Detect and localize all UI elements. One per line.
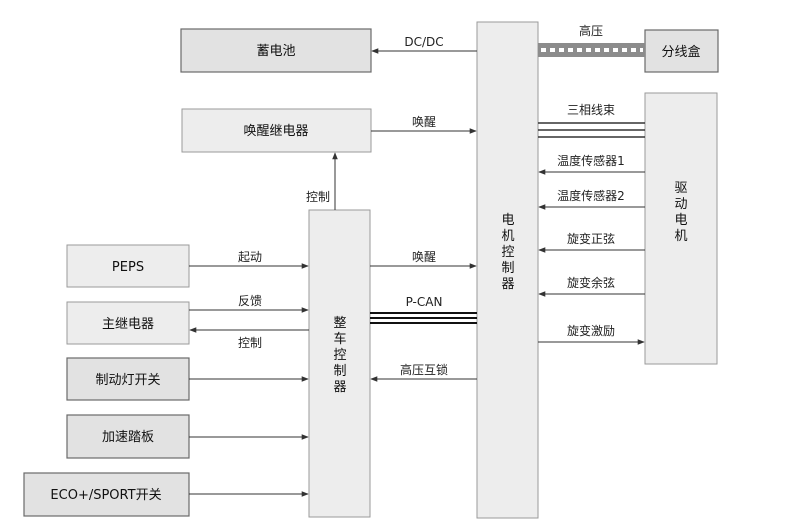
wake-mcu-label: 唤醒 (412, 115, 436, 129)
junction-box-label: 分线盒 (661, 44, 700, 60)
vcu-label-2: 控 (333, 348, 346, 363)
mcu-label-4: 器 (501, 277, 514, 292)
accel-pedal-block: 加速踏板 (66, 414, 190, 459)
temp1-connection: 温度传感器1 (538, 153, 645, 175)
vcu-label-1: 车 (333, 331, 346, 347)
motor-label-3: 机 (674, 229, 687, 244)
battery-label: 蓄电池 (256, 44, 295, 59)
sine-connection: 旋变正弦 (538, 231, 645, 253)
temp1-label: 温度传感器1 (557, 153, 625, 168)
peps-label: PEPS (112, 260, 144, 275)
high-voltage-label: 高压 (579, 23, 603, 38)
wake-vcu-label: 唤醒 (412, 250, 436, 264)
mcu-block: 电 机 控 制 器 (476, 21, 539, 519)
main-relay-label: 主继电器 (102, 317, 154, 332)
cosine-label: 旋变余弦 (567, 275, 615, 290)
dcdc-connection: DC/DC (371, 35, 477, 54)
relay-control-label: 控制 (306, 190, 330, 204)
vcu-label-3: 制 (333, 364, 346, 379)
pcan-bus: P-CAN (370, 295, 477, 324)
battery-block: 蓄电池 (180, 28, 372, 73)
main-control-connection: 控制 (189, 327, 309, 350)
mcu-label-1: 机 (501, 229, 514, 244)
motor-label-1: 动 (674, 197, 687, 212)
eco-sport-block: ECO+/SPORT开关 (23, 472, 190, 517)
main-relay-block: 主继电器 (66, 301, 190, 345)
dcdc-label: DC/DC (404, 35, 443, 49)
three-phase-label: 三相线束 (567, 103, 615, 117)
vcu-label-4: 器 (333, 380, 346, 395)
temp2-label: 温度传感器2 (557, 188, 625, 203)
accel-pedal-label: 加速踏板 (102, 430, 154, 445)
brake-switch-label: 制动灯开关 (95, 373, 160, 388)
excitation-label: 旋变激励 (567, 323, 615, 338)
motor-block: 驱 动 电 机 (644, 92, 718, 365)
start-label: 起动 (238, 250, 262, 264)
vcu-block: 整 车 控 制 器 (308, 209, 371, 518)
main-control-label: 控制 (238, 336, 262, 350)
junction-box-block: 分线盒 (644, 29, 719, 73)
excitation-connection: 旋变激励 (538, 323, 645, 345)
motor-label-2: 电 (674, 213, 687, 228)
eco-sport-label: ECO+/SPORT开关 (50, 488, 161, 503)
wake-vcu-connection: 唤醒 (370, 250, 477, 269)
vcu-label-0: 整 (333, 316, 346, 331)
temp2-connection: 温度传感器2 (538, 188, 645, 210)
cosine-connection: 旋变余弦 (538, 275, 645, 297)
pcan-label: P-CAN (406, 295, 443, 309)
feedback-connection: 反馈 (189, 294, 309, 313)
three-phase-harness: 三相线束 (538, 103, 645, 138)
hv-interlock-label: 高压互锁 (400, 362, 448, 377)
wake-relay-label: 唤醒继电器 (243, 124, 308, 139)
high-voltage-cable: 高压 (538, 23, 645, 57)
hv-interlock-connection: 高压互锁 (370, 362, 477, 382)
relay-control-connection: 控制 (306, 152, 338, 210)
brake-switch-block: 制动灯开关 (66, 357, 190, 401)
wake-mcu-connection: 唤醒 (371, 115, 477, 134)
wake-relay-block: 唤醒继电器 (181, 108, 372, 153)
mcu-label-3: 制 (501, 261, 514, 276)
feedback-label: 反馈 (238, 294, 262, 308)
start-connection: 起动 (189, 250, 309, 269)
sine-label: 旋变正弦 (567, 231, 615, 246)
mcu-label-0: 电 (501, 213, 514, 228)
motor-label-0: 驱 (674, 181, 687, 196)
mcu-label-2: 控 (501, 245, 514, 260)
peps-block: PEPS (66, 244, 190, 288)
